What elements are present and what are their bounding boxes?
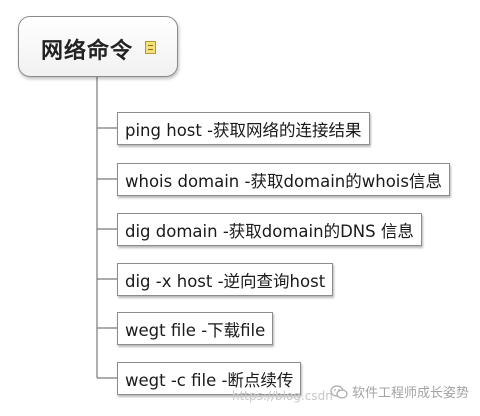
subtopic-node-ping[interactable]: ping host -获取网络的连接结果 xyxy=(117,112,370,145)
wechat-icon xyxy=(330,384,348,399)
watermark-url: https://blog.csdn xyxy=(232,389,333,403)
subtopic-label: whois domain -获取domain的whois信息 xyxy=(125,171,442,191)
subtopic-label: dig domain -获取domain的DNS 信息 xyxy=(125,221,414,241)
subtopic-label: dig -x host -逆向查询host xyxy=(125,271,326,291)
subtopic-label: wegt -c file -断点续传 xyxy=(125,370,294,390)
subtopic-node-wget-resume[interactable]: wegt -c file -断点续传 xyxy=(117,362,302,395)
subtopic-label: ping host -获取网络的连接结果 xyxy=(125,120,362,140)
subtopic-node-dig-reverse[interactable]: dig -x host -逆向查询host xyxy=(117,263,334,296)
root-topic-node[interactable]: 网络命令 xyxy=(18,16,178,77)
watermark-brand: 软件工程师成长姿势 xyxy=(330,382,469,401)
subtopic-label: wegt file -下载file xyxy=(125,320,266,340)
root-topic-title: 网络命令 xyxy=(41,39,134,64)
subtopic-node-whois[interactable]: whois domain -获取domain的whois信息 xyxy=(117,163,450,196)
note-icon[interactable] xyxy=(145,41,156,54)
watermark-brand-text: 软件工程师成长姿势 xyxy=(352,386,470,401)
subtopic-node-wget[interactable]: wegt file -下载file xyxy=(117,312,274,345)
subtopic-node-dig[interactable]: dig domain -获取domain的DNS 信息 xyxy=(117,213,422,246)
